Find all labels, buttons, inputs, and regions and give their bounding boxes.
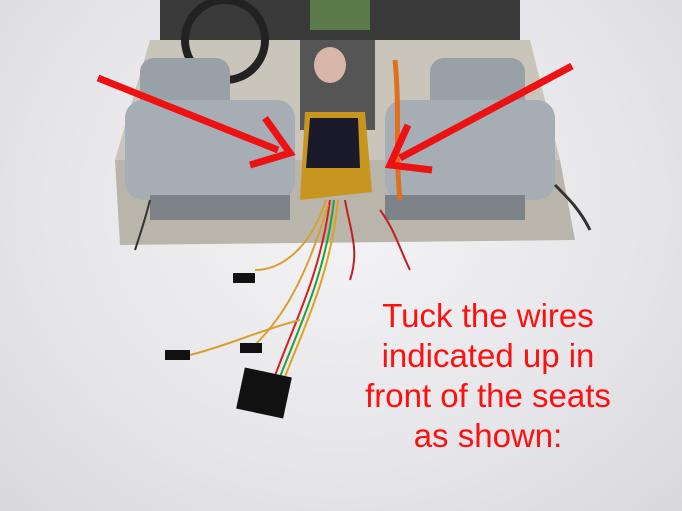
caption-line: front of the seats <box>365 377 611 414</box>
connector-plug <box>233 273 255 283</box>
left-seat <box>125 58 295 220</box>
connector-plug <box>240 343 262 353</box>
caption-line: indicated up in <box>381 337 595 374</box>
lamp <box>314 47 346 83</box>
wire-bundle <box>134 59 592 391</box>
caption-line: as shown: <box>413 417 563 454</box>
ribbon-connector <box>236 367 292 419</box>
connector-plug <box>165 350 190 360</box>
caption-line: Tuck the wires <box>382 297 594 334</box>
instruction-caption: Tuck the wires indicated up in front of … <box>318 296 658 456</box>
gold-box-top <box>306 118 360 168</box>
red-arrow-left <box>96 74 296 169</box>
red-arrow-right <box>384 62 574 174</box>
instrument-panel <box>310 0 370 30</box>
